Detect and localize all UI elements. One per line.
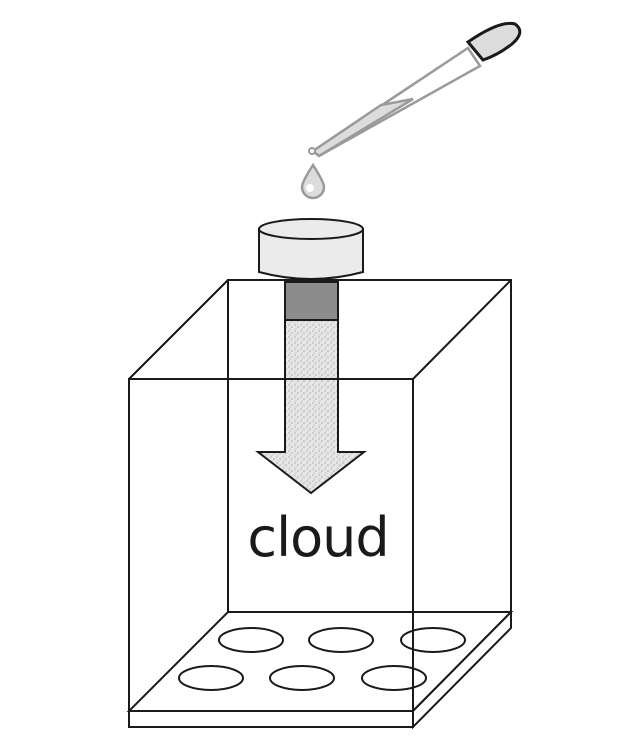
filter-cap: [258, 218, 364, 280]
downward-arrow: [255, 281, 367, 495]
well: [308, 627, 374, 653]
droplet-icon: [300, 162, 326, 200]
well: [178, 665, 244, 691]
chamber-front: [128, 378, 414, 727]
well: [361, 665, 427, 691]
pipette-icon: [308, 21, 522, 158]
well: [269, 665, 335, 691]
cloud-label: cloud: [247, 506, 389, 569]
well-plate: [126, 609, 514, 730]
well: [218, 627, 284, 653]
chamber-box: [128, 279, 512, 612]
well: [400, 627, 466, 653]
